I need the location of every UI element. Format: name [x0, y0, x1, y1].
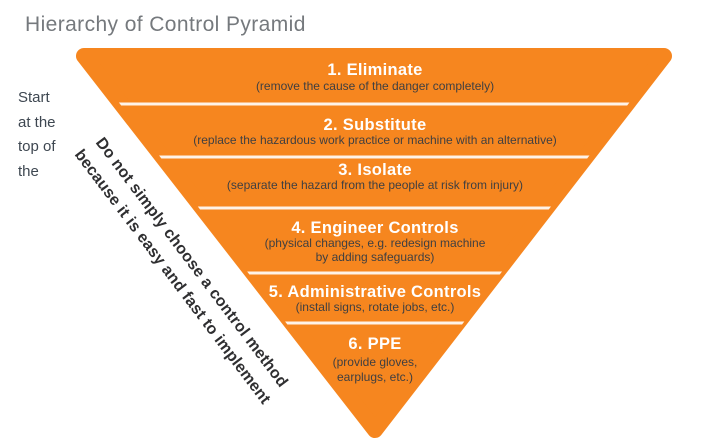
pyramid-level-5-title: 5. Administrative Controls	[269, 283, 482, 301]
separator-line	[76, 206, 660, 210]
separator-line	[76, 155, 660, 159]
level-separators	[76, 102, 660, 325]
side-note: Start at the top of the	[18, 86, 56, 184]
side-note-line: the	[18, 162, 39, 180]
pyramid-level-4-desc: by adding safeguards)	[316, 250, 435, 264]
separator-line	[76, 321, 660, 325]
pyramid-level-6-desc: earplugs, etc.)	[337, 370, 413, 384]
pyramid-level-5-desc: (install signs, rotate jobs, etc.)	[296, 300, 455, 314]
pyramid-level-2-title: 2. Substitute	[324, 116, 427, 134]
pyramid-level-3-desc: (separate the hazard from the people at …	[227, 178, 523, 192]
pyramid-body	[76, 48, 672, 438]
pyramid-level-3-title: 3. Isolate	[338, 161, 412, 179]
side-note-line: at the	[18, 113, 56, 131]
pyramid-level-6-desc: (provide gloves,	[333, 355, 418, 369]
pyramid-level-4-desc: (physical changes, e.g. redesign machine	[265, 236, 486, 250]
pyramid-level-1-desc: (remove the cause of the danger complete…	[256, 79, 494, 93]
side-note-line: top of	[18, 138, 56, 155]
page-title: Hierarchy of Control Pyramid	[25, 13, 306, 36]
pyramid-level-4-title: 4. Engineer Controls	[291, 219, 458, 237]
pyramid-level-2-desc: (replace the hazardous work practice or …	[193, 133, 557, 147]
side-note-line: Start	[18, 89, 50, 106]
separator-line	[76, 102, 660, 106]
pyramid-level-1-title: 1. Eliminate	[327, 61, 422, 79]
pyramid-level-6-title: 6. PPE	[348, 335, 401, 353]
separator-line	[76, 271, 660, 275]
